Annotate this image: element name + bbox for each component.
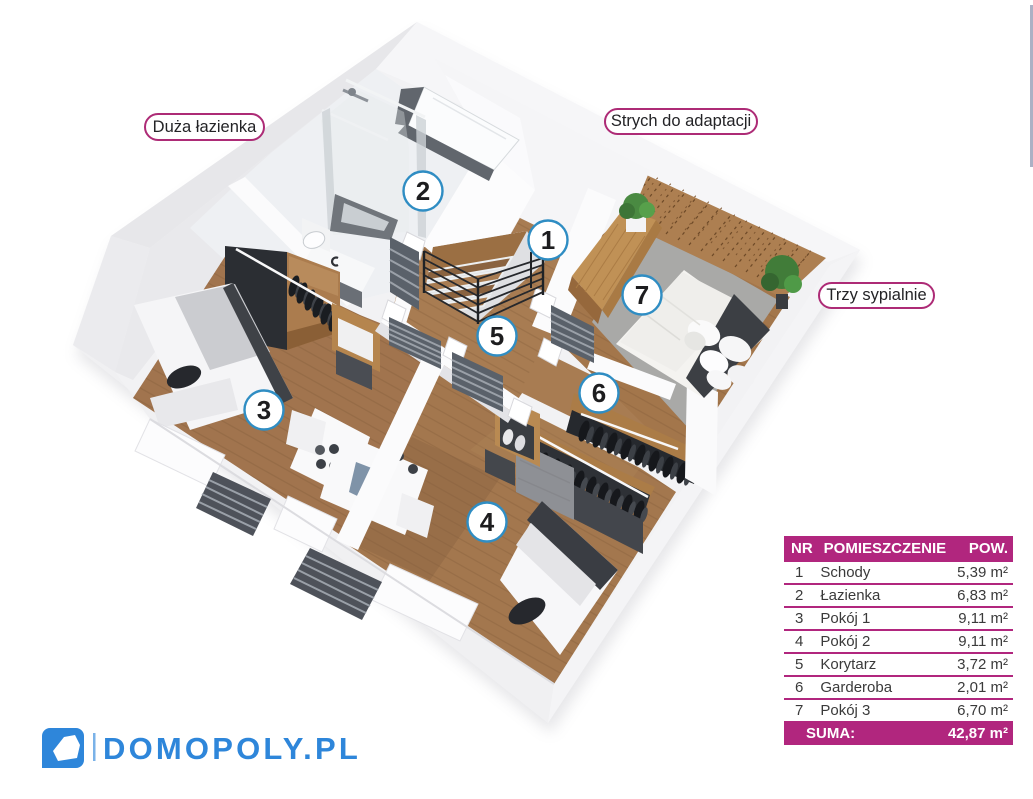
svg-text:DOMOPOLY.PL: DOMOPOLY.PL (103, 731, 361, 766)
svg-text:1: 1 (541, 225, 555, 255)
svg-text:7: 7 (635, 280, 649, 310)
svg-text:5: 5 (490, 321, 504, 351)
svg-text:6: 6 (592, 378, 606, 408)
svg-text:4: 4 (480, 507, 495, 537)
svg-text:2: 2 (416, 176, 430, 206)
svg-text:3: 3 (257, 395, 271, 425)
